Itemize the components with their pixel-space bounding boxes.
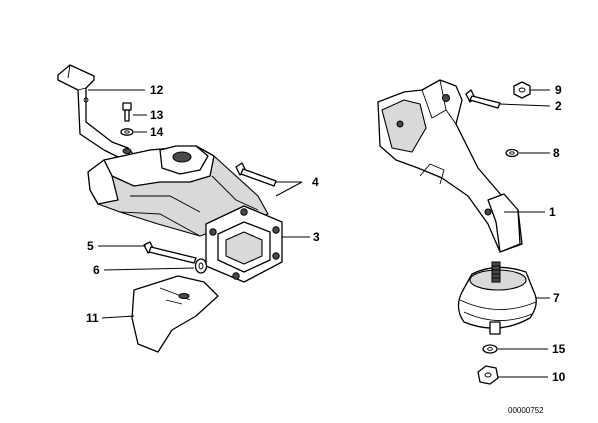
callout-6: 6: [93, 263, 100, 277]
callout-14: 14: [150, 125, 164, 139]
leader-lines: [88, 89, 551, 378]
washer-part-14: [120, 128, 134, 136]
small-bolt-part-13: [122, 102, 132, 122]
callout-12: 12: [150, 83, 164, 97]
bolt-part-2: [465, 89, 501, 109]
callout-9: 9: [555, 83, 562, 97]
callout-labels: 12 13 14 4 3 5 6 11 9 2 8 1 7 15 10: [86, 83, 566, 384]
callout-4: 4: [312, 175, 319, 189]
strap-bracket-part-12: [57, 64, 135, 161]
diagram-reference-number: 00000752: [508, 406, 544, 415]
callout-10: 10: [552, 370, 566, 384]
long-bolt-part-4: [235, 162, 277, 187]
nut-part-10: [477, 365, 499, 385]
flange-mount-part-3: [205, 205, 283, 283]
callout-15: 15: [552, 342, 566, 356]
rubber-mount-part-7: [457, 261, 537, 335]
callout-8: 8: [553, 146, 560, 160]
crossmember-assembly: [87, 145, 269, 237]
callout-13: 13: [150, 108, 164, 122]
engine-mount-bracket-part-1: [377, 79, 523, 253]
callout-11: 11: [86, 311, 99, 325]
washer-part-8: [505, 148, 519, 158]
bolt-part-5: [143, 241, 197, 264]
washer-part-6: [194, 258, 208, 274]
washer-part-15: [482, 344, 498, 354]
callout-5: 5: [87, 239, 94, 253]
callout-1: 1: [549, 205, 556, 219]
callout-7: 7: [553, 291, 560, 305]
heat-shield-part-11: [131, 275, 219, 353]
callout-2: 2: [555, 99, 562, 113]
callout-3: 3: [313, 230, 320, 244]
nut-part-9: [513, 81, 531, 99]
